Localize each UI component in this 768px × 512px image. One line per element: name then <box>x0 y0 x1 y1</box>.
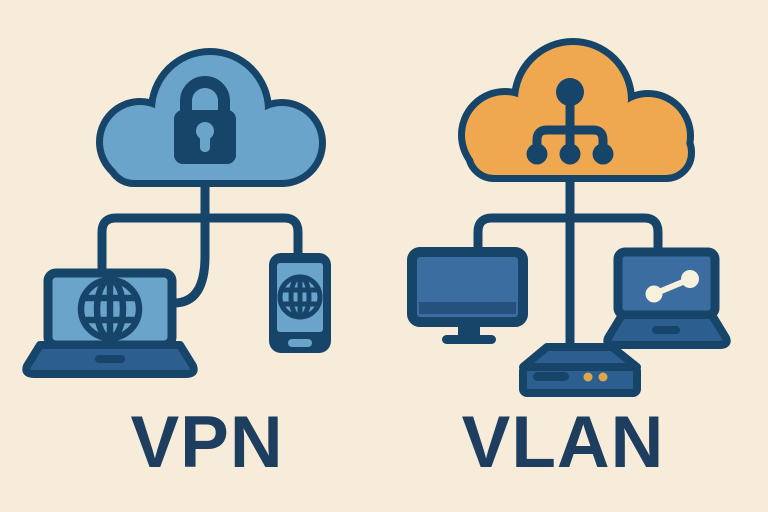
vpn-laptop <box>22 268 198 378</box>
vpn-smartphone <box>269 253 331 353</box>
phone-home-slot <box>288 339 312 347</box>
network-switch <box>519 343 641 397</box>
switch-led <box>598 372 608 382</box>
laptop-touchpad-slot <box>95 355 125 363</box>
desktop-monitor <box>407 247 528 344</box>
padlock-icon <box>174 76 236 164</box>
vlan-laptop <box>603 247 731 349</box>
vpn-branch-connector <box>97 213 303 285</box>
laptop-screen <box>613 247 720 320</box>
globe-icon <box>77 276 143 342</box>
vlan-branch-connector <box>473 213 663 265</box>
monitor-stand <box>458 322 480 337</box>
keyhole <box>196 122 214 140</box>
monitor-base <box>442 335 496 344</box>
vpn-panel: VPN <box>22 55 331 483</box>
switch-port-slot <box>533 372 569 381</box>
switch-led <box>583 372 593 382</box>
monitor-chin-bar <box>419 302 516 314</box>
vpn-label: VPN <box>130 402 283 483</box>
vpn-cloud-to-laptop-connector <box>169 171 210 308</box>
vlan-label: VLAN <box>462 402 665 483</box>
vpn-cloud <box>103 55 319 180</box>
vlan-cloud <box>465 45 688 175</box>
vlan-panel: VLAN <box>407 45 731 483</box>
laptop-touchpad-slot <box>652 326 680 334</box>
share-icon <box>645 270 699 303</box>
network-tree-icon <box>526 78 614 165</box>
globe-icon <box>277 274 323 320</box>
